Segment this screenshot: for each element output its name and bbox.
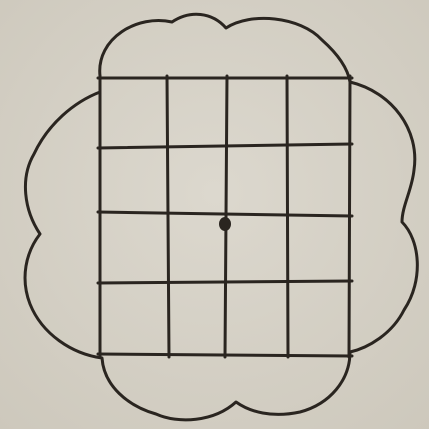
grid-vertical-line-2 — [225, 76, 227, 357]
grid-horizontal-line-4 — [98, 354, 352, 356]
grid-horizontal-line-3 — [98, 281, 352, 283]
marker-layer — [219, 217, 231, 231]
center-point-dot — [219, 217, 231, 231]
grid-vertical-line-3 — [287, 76, 288, 357]
grid-vertical-line-1 — [167, 76, 169, 357]
